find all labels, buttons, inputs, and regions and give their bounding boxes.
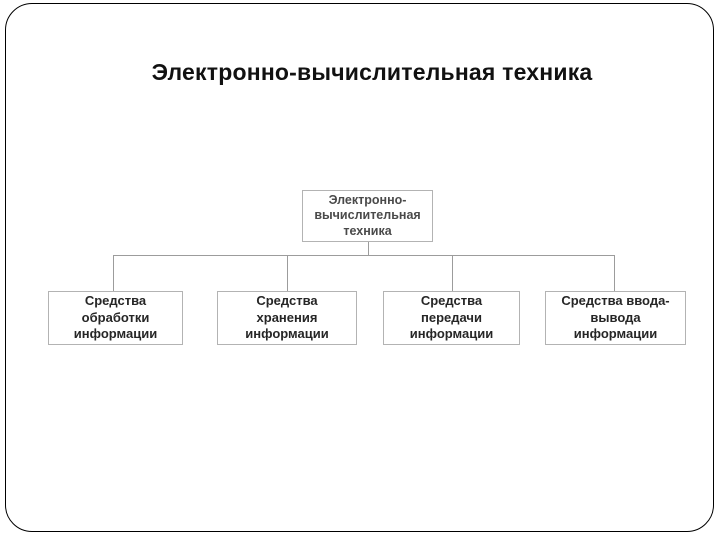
connector-drop-processing (113, 255, 114, 291)
page-title: Электронно-вычислительная техника (151, 59, 593, 85)
node-label-line: обработки (81, 309, 150, 325)
connector-drop-storage (287, 255, 288, 291)
node-label-line: вычислительная (314, 208, 421, 223)
node-label-line: информации (409, 326, 494, 342)
node-storage-tools: Средства хранения информации (217, 291, 357, 345)
node-label-line: Средства ввода- (561, 293, 670, 309)
node-label-line: Средства (84, 293, 147, 309)
slide-frame (5, 3, 714, 532)
node-label-line: информации (73, 326, 158, 342)
node-label-line: техника (343, 223, 392, 238)
node-label-line: Средства (256, 293, 318, 309)
connector-drop-input-output (614, 255, 615, 291)
node-transmission-tools: Средства передачи информации (383, 291, 520, 345)
node-input-output-tools: Средства ввода- вывода информации (545, 291, 686, 345)
node-label-line: информации (245, 326, 329, 342)
node-label-line: вывода (590, 309, 641, 325)
node-label-line: информации (573, 326, 658, 342)
node-label-line: передачи (421, 309, 482, 325)
node-processing-tools: Средства обработки информации (48, 291, 183, 345)
connector-horizontal-rail (113, 255, 615, 256)
node-label-line: Электронно- (328, 192, 407, 207)
connector-root-stub (368, 242, 369, 255)
node-root-computing-technology: Электронно- вычислительная техника (302, 190, 433, 242)
connector-drop-transmission (452, 255, 453, 291)
node-label-line: хранения (256, 309, 318, 325)
node-label-line: Средства (420, 293, 483, 309)
